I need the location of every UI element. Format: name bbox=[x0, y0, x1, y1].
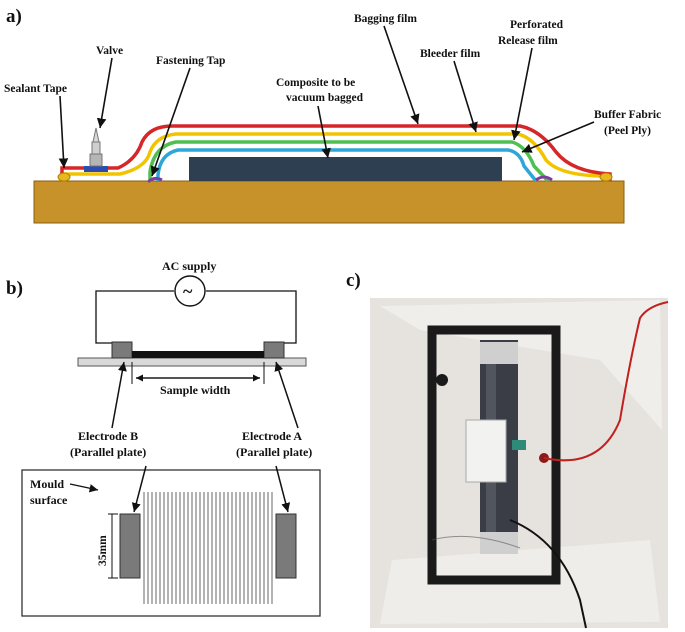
arrow-electrode-a bbox=[274, 361, 299, 429]
sensor-clip bbox=[512, 440, 526, 450]
electrode-schematic-side: ~ AC supply Sample width bbox=[77, 259, 307, 397]
label-composite-1: Composite to be bbox=[276, 77, 355, 89]
label-fastening-tap: Fastening Tap bbox=[156, 55, 225, 67]
label-sealant-tape: Sealant Tape bbox=[4, 83, 67, 95]
circuit-wire-left bbox=[95, 290, 174, 344]
specimen-photo bbox=[370, 298, 669, 629]
bag-wrinkle bbox=[431, 535, 521, 549]
label-mould-2: surface bbox=[30, 493, 68, 507]
mould-surface-box bbox=[21, 469, 321, 617]
arrow-electrode-b bbox=[111, 361, 127, 429]
label-bagging-film: Bagging film bbox=[354, 13, 417, 25]
circuit-wire-right bbox=[206, 290, 297, 344]
panel-label-b: b) bbox=[6, 278, 23, 299]
label-electrode-b-1: Electrode B bbox=[78, 429, 138, 443]
label-electrode-b-2: (Parallel plate) bbox=[70, 445, 146, 459]
sample-side bbox=[132, 351, 264, 358]
fastening-tap-left bbox=[146, 176, 163, 184]
label-electrode-a-1: Electrode A bbox=[242, 429, 302, 443]
arrow-valve bbox=[96, 57, 113, 129]
wire-black bbox=[509, 519, 587, 629]
valve-port bbox=[436, 374, 448, 386]
label-bleeder-film: Bleeder film bbox=[420, 48, 481, 60]
label-perforated-1: Perforated bbox=[510, 19, 564, 31]
label-composite-2: vacuum bagged bbox=[286, 92, 364, 104]
electrode-bottom-strip bbox=[480, 532, 518, 554]
label-buffer-fabric-2: (Peel Ply) bbox=[604, 125, 651, 137]
label-perforated-2: Release film bbox=[498, 35, 558, 47]
electrode-a-top bbox=[275, 513, 297, 579]
sealant-tape-right bbox=[599, 172, 613, 182]
arrow-fastening-tap bbox=[150, 67, 191, 177]
label-valve: Valve bbox=[96, 45, 123, 57]
label-ac-supply: AC supply bbox=[162, 259, 216, 273]
label-electrode-a-2: (Parallel plate) bbox=[236, 445, 312, 459]
fastening-tap-right bbox=[535, 175, 553, 182]
arrow-buffer-fabric bbox=[521, 121, 595, 153]
label-buffer-fabric-1: Buffer Fabric bbox=[594, 109, 661, 121]
label-sample-width: Sample width bbox=[160, 383, 231, 397]
arrow-bagging-film bbox=[383, 25, 420, 125]
sealant-tape-left bbox=[57, 172, 71, 182]
composite-part bbox=[189, 157, 502, 181]
electrode-top-strip bbox=[480, 342, 518, 364]
label-tag bbox=[465, 419, 507, 483]
ac-source-icon bbox=[174, 275, 206, 307]
base-plate bbox=[77, 357, 307, 367]
panel-label-a: a) bbox=[6, 6, 22, 27]
sealant-frame bbox=[427, 325, 561, 585]
ac-symbol: ~ bbox=[183, 281, 193, 301]
electrode-schematic-top: 35mm bbox=[21, 469, 321, 617]
arrow-bleeder-film bbox=[453, 60, 478, 133]
release-film-layer bbox=[148, 140, 550, 183]
electrode-b-side bbox=[111, 341, 133, 359]
wire-red bbox=[543, 301, 669, 462]
panel-label-c: c) bbox=[346, 270, 361, 291]
label-35mm: 35mm bbox=[97, 535, 109, 566]
arrow-electrode-a-top bbox=[275, 465, 291, 513]
peel-ply-layer bbox=[156, 148, 538, 183]
label-mould-1: Mould bbox=[30, 477, 64, 491]
arrow-composite bbox=[317, 105, 331, 159]
valve-icon bbox=[84, 127, 108, 172]
bagging-film-layer bbox=[60, 124, 612, 181]
arrow-mould bbox=[69, 483, 99, 493]
electrode-a-side bbox=[263, 341, 285, 359]
arrow-release-film bbox=[511, 47, 533, 141]
sample-fiber-lines bbox=[143, 492, 273, 604]
arrow-electrode-b-top bbox=[131, 465, 147, 513]
vacuum-bagging-diagram bbox=[33, 124, 625, 224]
mould-tool bbox=[33, 180, 625, 224]
bleeder-film-layer bbox=[60, 132, 608, 181]
electrode-b-top bbox=[119, 513, 141, 579]
arrow-sealant-tape bbox=[58, 95, 69, 169]
